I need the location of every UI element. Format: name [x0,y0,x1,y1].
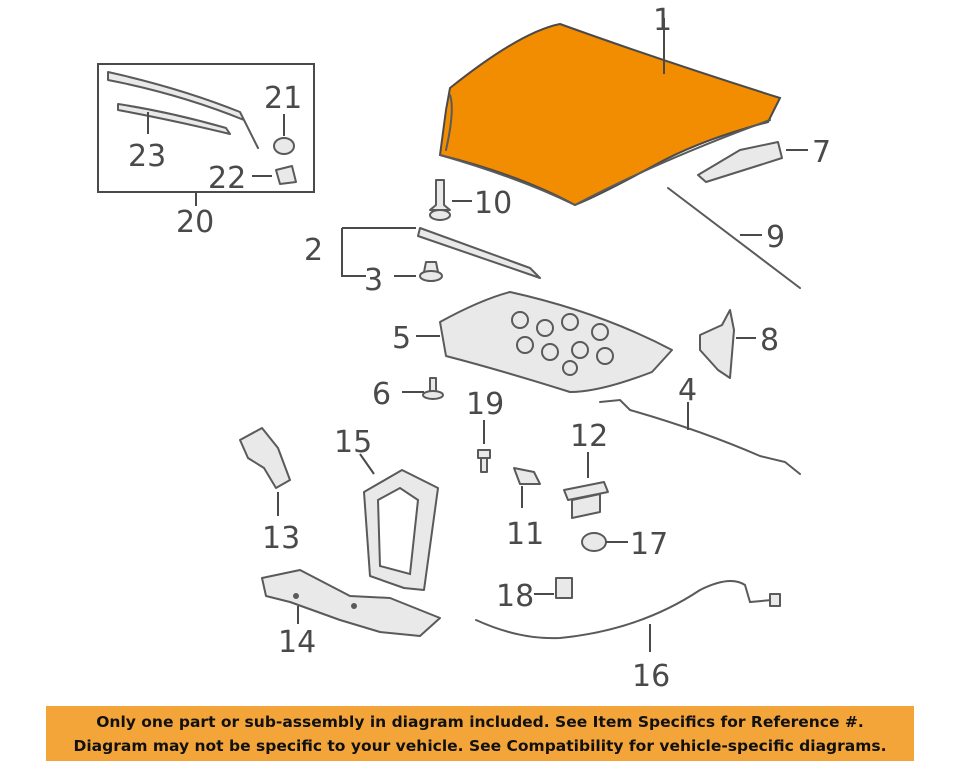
callout-1: 1 [653,3,672,38]
callout-13: 13 [262,521,300,556]
insulator-pad-part [439,291,673,393]
bracket-part-13 [239,427,291,489]
callout-22: 22 [208,161,246,196]
leader-15 [359,453,375,475]
clip-part-22 [275,165,297,185]
callout-10: 10 [474,186,512,221]
lock-support-part [261,569,441,637]
callout-19: 19 [466,387,504,422]
hood-hinge-part [697,141,783,183]
hood-strut-part [667,187,801,289]
support-part-15 [363,469,439,591]
callout-12: 12 [570,419,608,454]
leader-3-bracket [341,228,366,277]
callout-16: 16 [632,659,670,694]
callout-15: 15 [334,425,372,460]
disclaimer-line-1: Only one part or sub-assembly in diagram… [96,713,864,731]
clip-part-21 [273,137,295,155]
callout-3: 3 [364,263,383,298]
callout-23: 23 [128,139,166,174]
callout-18: 18 [496,579,534,614]
weatherstrip-part [417,227,541,279]
callout-2: 2 [304,233,323,268]
callout-8: 8 [760,323,779,358]
disclaimer-banner: Only one part or sub-assembly in diagram… [46,706,914,761]
bolt-part [477,449,491,473]
callout-7: 7 [812,135,831,170]
hood-part [438,22,782,207]
push-pin-part [422,377,444,400]
bumper-block-part [563,481,609,519]
clip-part-10 [429,179,451,221]
callout-21: 21 [264,81,302,116]
group-box-20 [97,63,315,193]
callout-6: 6 [372,377,391,412]
disclaimer-line-2: Diagram may not be specific to your vehi… [73,737,887,755]
callout-20: 20 [176,205,214,240]
retainer-part-3 [419,261,443,282]
callout-17: 17 [630,527,668,562]
grommet-part [581,532,607,552]
callout-5: 5 [392,321,411,356]
sensor-part [513,467,541,485]
latch-bracket-part [699,309,735,379]
cable-part-16 [475,580,781,640]
molding-part [107,71,259,149]
callout-14: 14 [278,625,316,660]
parts-diagram: 1 7 9 10 2 3 5 8 [97,3,831,694]
callout-9: 9 [766,220,785,255]
callout-4: 4 [678,373,697,408]
release-cable-part [599,398,801,475]
callout-11: 11 [506,517,544,552]
connector-part [555,577,573,599]
